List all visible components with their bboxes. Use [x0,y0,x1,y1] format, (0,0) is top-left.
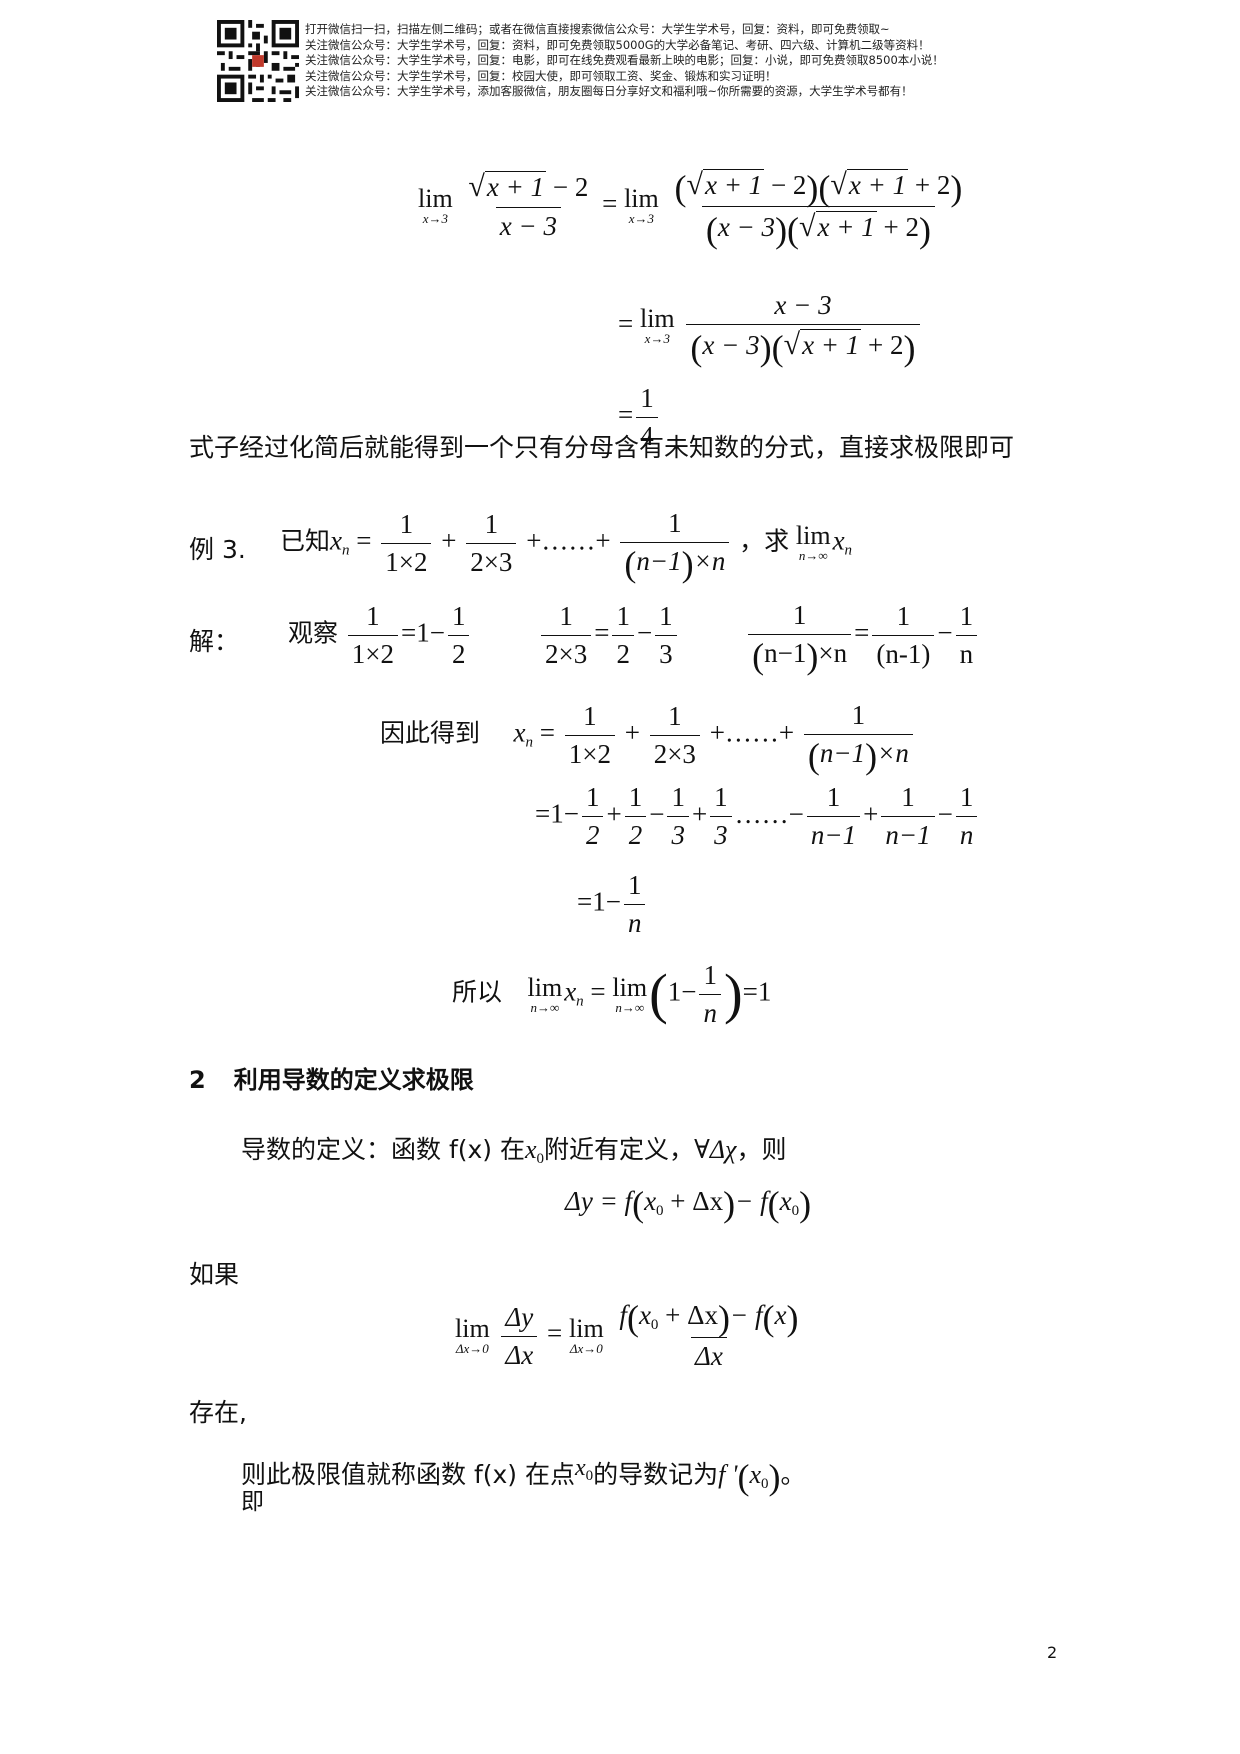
qr-code [217,20,299,102]
section-title: 利用导数的定义求极限 [233,1066,474,1094]
fraction: f(x0 + Δx)− f(x) Δx [619,1297,799,1371]
page-number: 2 [1047,1643,1058,1662]
example-label: 例 3. [189,535,246,564]
ji-text: 即 [241,1489,264,1515]
operator: + [863,798,879,829]
operator: ……− [734,798,804,829]
fraction: 1(n-1) [872,601,935,670]
section-heading: 2 利用导数的定义求极限 [189,1060,474,1095]
delta-y-formula: Δy = f(x0 + Δx)− f(x0) [565,1183,812,1224]
operator: − [937,798,953,829]
fraction: (√x + 1 − 2)(√x + 1 + 2) (x − 3)(√x + 1 … [674,167,963,250]
fraction: √x + 1 − 2 x − 3 [468,170,589,242]
solution-label: 解： [189,627,240,656]
paragraph-simplify: 式子经过化简后就能得到一个只有分母含有未知数的分式，直接求极限即可 [189,433,1015,462]
header-promo-text: 打开微信扫一扫，扫描左侧二维码；或者在微信直接搜索微信公众号：大学生学术号，回复… [305,22,944,100]
exists-text: 存在, [189,1398,247,1427]
section-number: 2 [189,1066,206,1094]
header-line: 关注微信公众号：大学生学术号，回复：校园大使，即可领取工资、奖金、锻炼和实习证明… [305,68,777,83]
derivative-notation-text: 则此极限值就称函数 f(x) 在点x0的导数记为f '(x0)。 [241,1455,806,1498]
header-line: 关注微信公众号：大学生学术号，回复：电影，即可在线免费观看最新上映的电影；回复：… [305,53,944,67]
header-line: 打开微信扫一扫，扫描左侧二维码；或者在微信直接搜索微信公众号：大学生学术号，回复… [305,22,890,36]
operator: + [691,798,708,829]
derivative-definition: 导数的定义：函数 f(x) 在x0附近有定义，∀Δχ，则 [241,1135,787,1167]
fraction: 1(n−1)×n [620,508,730,582]
fraction: x − 3 (x − 3)(√x + 1 + 2) [686,290,920,366]
operator: − [649,798,665,829]
fraction: 1(n−1)×n [748,600,852,674]
if-text: 如果 [189,1260,240,1289]
fraction: 1(n−1)×n [803,700,913,774]
header-line: 关注微信公众号：大学生学术号，添加客服微信，朋友圈每日分享好文和福利哦~你所需要… [305,84,913,98]
header-line: 关注微信公众号：大学生学术号，回复：资料，即可免费领取5000G的大学必备笔记、… [305,37,930,52]
operator: + [606,798,622,829]
